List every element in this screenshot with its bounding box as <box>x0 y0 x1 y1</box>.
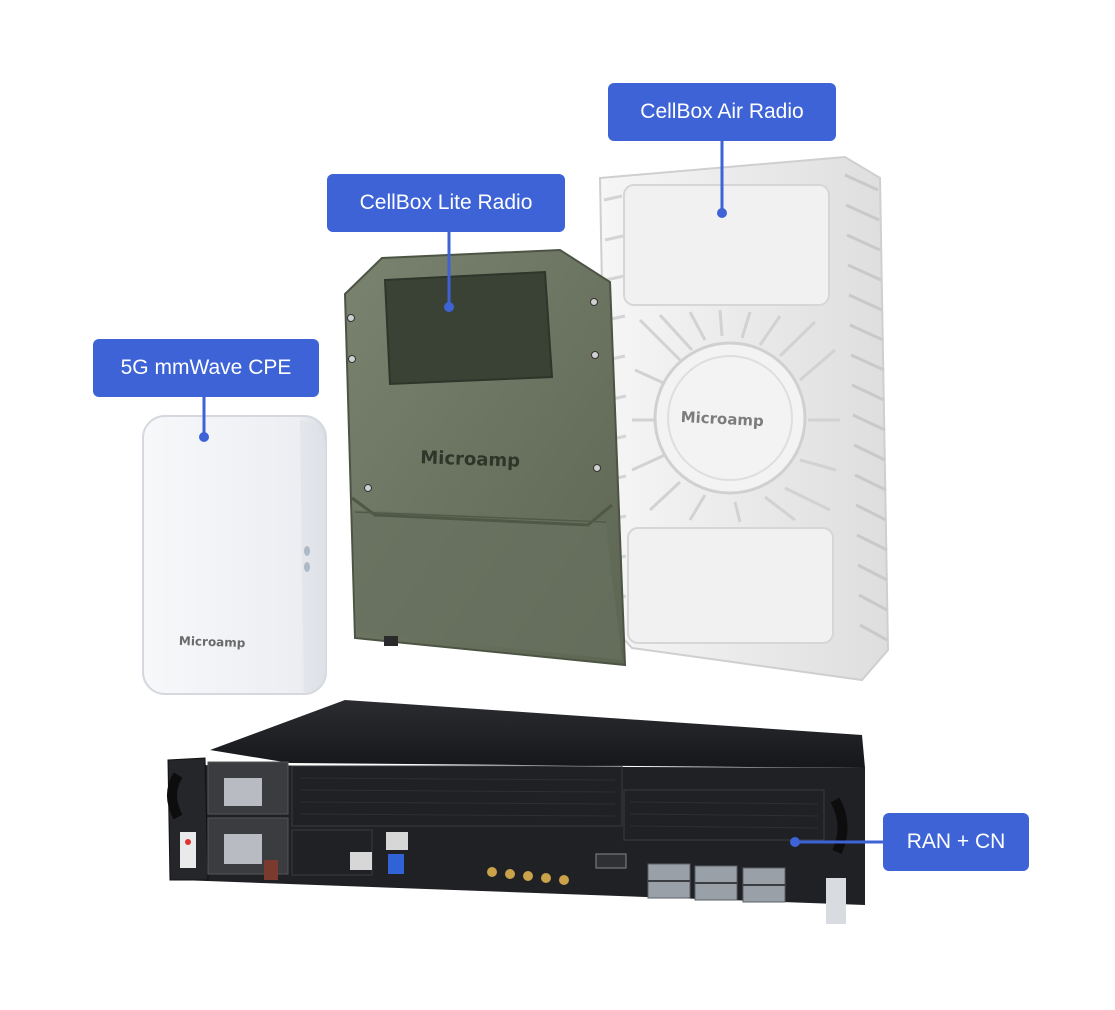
cpe-connector-dot <box>199 432 209 442</box>
ran-connector-dot <box>790 837 800 847</box>
air-brand-logo: Microamp <box>680 408 764 430</box>
cellbox-lite-radio-label: CellBox Lite Radio <box>327 174 565 232</box>
air-connector-dot <box>717 208 727 218</box>
cellbox-air-radio-label: CellBox Air Radio <box>608 83 836 141</box>
cpe-device: Microamp <box>142 415 327 695</box>
lite-connector-dot <box>444 302 454 312</box>
ran-cn-server-device <box>167 700 865 924</box>
lite-brand-logo: Microamp <box>420 447 521 471</box>
callout-connectors <box>199 141 883 847</box>
cpe-brand-logo: Microamp <box>179 634 246 650</box>
cellbox-air-radio-device: Microamp <box>598 155 890 682</box>
cpe-label: 5G mmWave CPE <box>93 339 319 397</box>
ran-cn-label: RAN + CN <box>883 813 1029 871</box>
cellbox-lite-radio-device: Microamp <box>343 248 627 667</box>
